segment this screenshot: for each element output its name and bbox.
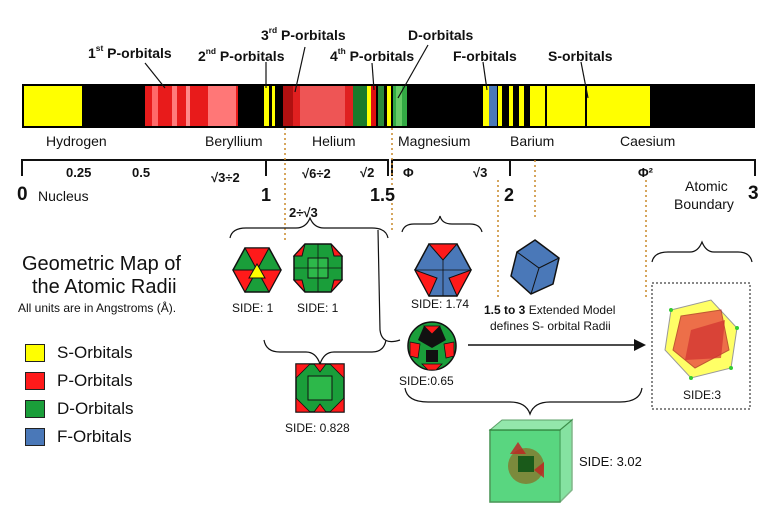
label-s-orbitals: S-orbitals: [548, 48, 613, 64]
element-caesium: Caesium: [620, 133, 676, 149]
extended-model-line1: 1.5 to 3 Extended Model: [484, 303, 616, 317]
legend-label-p: P-Orbitals: [57, 371, 133, 390]
side-label-magnesium: SIDE: 1.74: [411, 297, 470, 311]
element-beryllium: Beryllium: [205, 133, 263, 149]
scale-phi: Φ: [403, 165, 414, 180]
element-hydrogen: Hydrogen: [46, 133, 107, 149]
label-4th-p-orbitals: 4th P-orbitals: [330, 46, 415, 64]
side-label-helium: SIDE: 1: [297, 301, 339, 315]
solid-beryllium: [232, 247, 282, 294]
scale-three: 3: [748, 183, 759, 204]
label-3rd-p-orbitals: 3rd P-orbitals: [261, 25, 346, 43]
solid-magnesium: [413, 243, 473, 298]
boundary-box: [651, 282, 751, 410]
legend-swatch-d: [25, 400, 45, 418]
label-2nd-p-orbitals: 2nd P-orbitals: [198, 46, 285, 64]
solid-truncated-octahedron: [407, 321, 457, 371]
element-helium: Helium: [312, 133, 356, 149]
scale-one: 1: [261, 185, 272, 205]
leader-lines: [144, 44, 589, 99]
side-label-caesium: SIDE:3: [683, 388, 722, 402]
scale-nucleus: Nucleus: [38, 188, 89, 204]
units-note: All units are in Angstroms (Å).: [18, 301, 177, 315]
legend-swatch-p: [25, 372, 45, 390]
page-title-line2: the Atomic Radii: [32, 276, 177, 298]
scale-phi-squared: Φ²: [638, 165, 653, 180]
scale-sqrt6-div-2: √6÷2: [302, 166, 331, 181]
atomic-boundary-line2: Boundary: [674, 196, 734, 212]
solid-caesium: [664, 299, 739, 380]
solid-truncated-cube: [295, 363, 345, 413]
legend-item-p: P-Orbitals: [25, 370, 133, 392]
scale-zero: 0: [17, 184, 28, 205]
legend-label-s: S-Orbitals: [57, 343, 133, 362]
scale-two: 2: [504, 185, 515, 205]
scale-sqrt3-div-2: √3÷2: [211, 170, 240, 185]
scale-sqrt3: √3: [473, 165, 488, 180]
legend-item-s: S-Orbitals: [25, 342, 133, 364]
scale-sqrt2: √2: [360, 165, 375, 180]
legend-swatch-f: [25, 428, 45, 446]
guide-lines: [284, 128, 647, 300]
extended-arrow: [468, 339, 646, 351]
side-label-truncated-octahedron: SIDE:0.65: [399, 374, 454, 388]
spectrum-bar: [22, 84, 755, 128]
legend-item-f: F-Orbitals: [25, 426, 132, 448]
side-label-large-cube: SIDE: 3.02: [579, 454, 642, 469]
page-title-line1: Geometric Map of: [22, 253, 181, 275]
label-d-orbitals: D-orbitals: [408, 27, 474, 43]
element-barium: Barium: [510, 133, 555, 149]
solid-large-cube: [488, 418, 574, 503]
scale-one-point-five: 1.5: [370, 185, 396, 205]
scale-0-5: 0.5: [132, 165, 151, 180]
side-label-beryllium: SIDE: 1: [232, 301, 274, 315]
label-f-orbitals: F-orbitals: [453, 48, 517, 64]
element-magnesium: Magnesium: [398, 133, 471, 149]
legend-swatch-s: [25, 344, 45, 362]
side-label-truncated-cube: SIDE: 0.828: [285, 421, 350, 435]
scale-0-25: 0.25: [66, 165, 92, 180]
solid-helium: [292, 243, 344, 293]
label-1st-p-orbitals: 1st P-orbitals: [88, 43, 172, 61]
extended-model-line2: defines S- orbital Radii: [490, 319, 611, 333]
scale-two-div-sqrt3: 2÷√3: [289, 205, 318, 220]
atomic-boundary-line1: Atomic: [685, 178, 728, 194]
legend-label-d: D-Orbitals: [57, 399, 134, 418]
legend-label-f: F-Orbitals: [57, 427, 132, 446]
solid-barium: [510, 239, 560, 295]
legend-item-d: D-Orbitals: [25, 398, 134, 420]
